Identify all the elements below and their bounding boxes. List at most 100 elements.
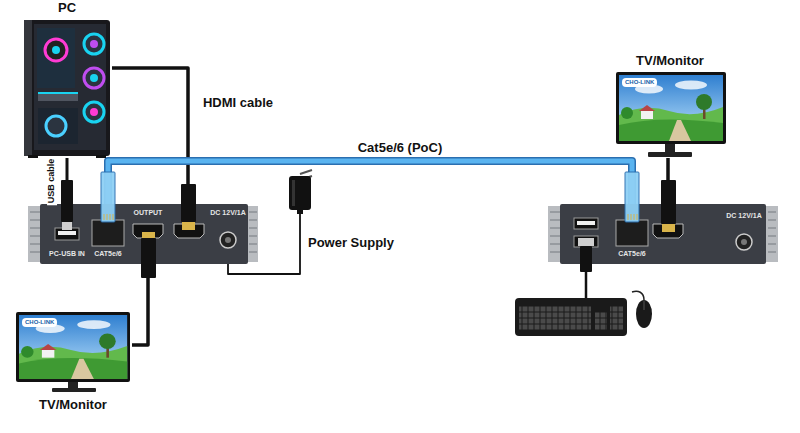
keyboard [595,312,607,330]
hdmi-plug [182,222,195,230]
usb-plug [61,180,73,230]
tv-monitor [16,312,130,382]
pc-tower [24,20,32,156]
mouse [632,291,644,300]
usb-plug [578,238,594,246]
pc-tower [90,74,98,82]
receiver-box [768,212,776,252]
hdmi-plug [181,184,196,230]
node-label: TV/Monitor [636,54,704,68]
usb-plug [578,238,594,300]
transmitter-box [58,231,76,235]
pc-tower [34,24,106,150]
power-supply-node: Power Supply [286,172,316,214]
receiver-box [653,224,683,238]
transmitter-box [28,206,42,262]
node-label: TV/Monitor [39,398,107,412]
power-adapter [289,170,312,214]
receiver-box [766,206,778,262]
keyboard [610,306,623,330]
hdmi-plug [141,238,156,278]
rj45-plug [101,172,115,222]
power-adapter [292,180,295,206]
receiver-node: CAT5e/6 DC 12V/1A [548,204,778,264]
pc-tower [45,39,67,61]
rj45-plug [628,214,637,220]
receiver-box [574,236,598,247]
cable-label: USB cable [47,157,57,206]
screen-logo: CHO-LINK [622,78,657,87]
pc-tower [38,92,78,94]
receiver-box [548,206,562,262]
transmitter-node: PC-USB IN CAT5e/6 OUTPUT DC 12V/1A [28,204,258,264]
node-label: OUTPUT [134,209,163,217]
receiver-box [741,239,747,245]
keyboard [515,298,627,336]
receiver-box [577,221,595,225]
pc-tower [37,28,75,88]
hdmi-plug [181,184,196,222]
tv-monitor [665,144,675,152]
rj45-plug [101,172,115,222]
receiver-box [550,212,560,252]
power-adapter [297,208,303,214]
transmitter-box [249,212,257,252]
pc-tower [52,46,60,54]
tv-monitor [52,388,96,392]
node-label: PC-USB IN [49,250,85,258]
node-label: CAT5e/6 [618,250,646,258]
cable-label: HDMI cable [201,96,275,110]
screen-logo: CHO-LINK [22,318,57,327]
rj45-plug [104,214,113,220]
pc-tower [90,40,98,48]
node-label: DC 12V/1A [210,209,245,217]
power-adapter [289,176,311,210]
pc-tower [24,20,110,158]
node-label: PC [58,1,76,15]
pc-tower [84,68,104,88]
transmitter-box [133,224,163,238]
pc-tower [84,34,104,54]
hdmi-plug [142,232,155,238]
mouse [644,301,645,310]
tv-monitor [16,312,130,392]
transmitter-box [225,237,231,243]
hdmi-plug [141,232,156,278]
tv-monitor [648,152,692,157]
pc-tower [38,108,78,144]
rj45-plug [625,172,639,222]
pc-tower [90,108,98,116]
transmitter-box [92,220,124,246]
cable-label: Cat5e/6 (PoC) [356,141,445,155]
tv-monitor [19,315,127,379]
hdmi-plug [661,180,676,232]
pc-tower [96,155,106,158]
pc-tower [46,116,66,136]
pc-tower [28,155,38,158]
pc-tower [24,20,110,156]
transmitter-box [220,232,236,248]
node-label: DC 12V/1A [726,212,761,220]
transmitter-box [248,206,258,262]
node-label: CAT5e/6 [94,250,122,258]
tv-monitor [68,382,78,388]
pc-node: PC [22,20,112,158]
tv-monitor [616,72,726,144]
rj45-plug [625,172,639,222]
node-label: Power Supply [308,236,394,250]
usb-plug [580,246,592,272]
mouse [632,291,652,328]
tv-monitor [616,72,726,157]
receiver-box [736,234,752,250]
keyboard [515,298,627,336]
usb-plug [585,272,588,300]
pc-tower [84,102,104,122]
mouse [636,300,652,328]
hdmi-cable [112,68,188,204]
receiver-box [574,218,598,229]
hdmi-plug [662,224,675,232]
keyboard [519,306,591,330]
hdmi-plug [661,180,676,224]
